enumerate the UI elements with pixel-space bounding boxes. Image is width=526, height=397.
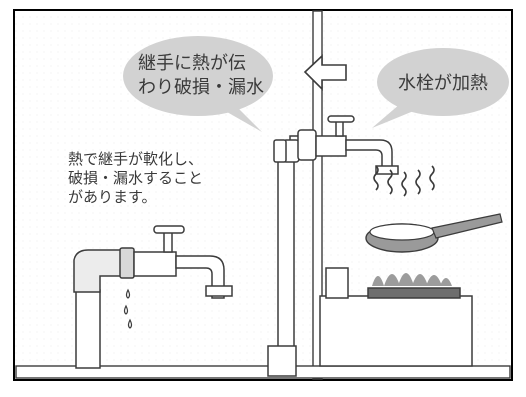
frying-pan [365,213,503,253]
speech-bubble-joint [123,36,273,132]
wall-pole [312,10,323,380]
softened-joint-faucet [73,225,233,369]
heat-waves [373,165,435,197]
stove [319,267,473,367]
heat-arrow-icon [303,54,347,91]
floor [15,365,511,379]
caption-line: 継手に熱が伝 [138,53,246,74]
note-line: 破損・漏水すること [68,169,204,188]
water-drips-icon [123,288,133,329]
note-line: があります。 [68,188,157,207]
softening-note: 熱で継手が軟化し、 破損・漏水すること があります。 [68,150,203,208]
heated-joint-faucet [297,115,399,175]
note-line: 熱で継手が軟化し、 [68,150,204,168]
faucet-heated-caption: 水栓が加熱 [398,73,488,94]
speech-bubble-faucet [372,48,509,128]
joint-damage-caption: 継手に熱が伝 わり破損・漏水 [138,52,264,100]
caption-line: わり破損・漏水 [138,76,264,98]
burner-flames [372,273,452,286]
